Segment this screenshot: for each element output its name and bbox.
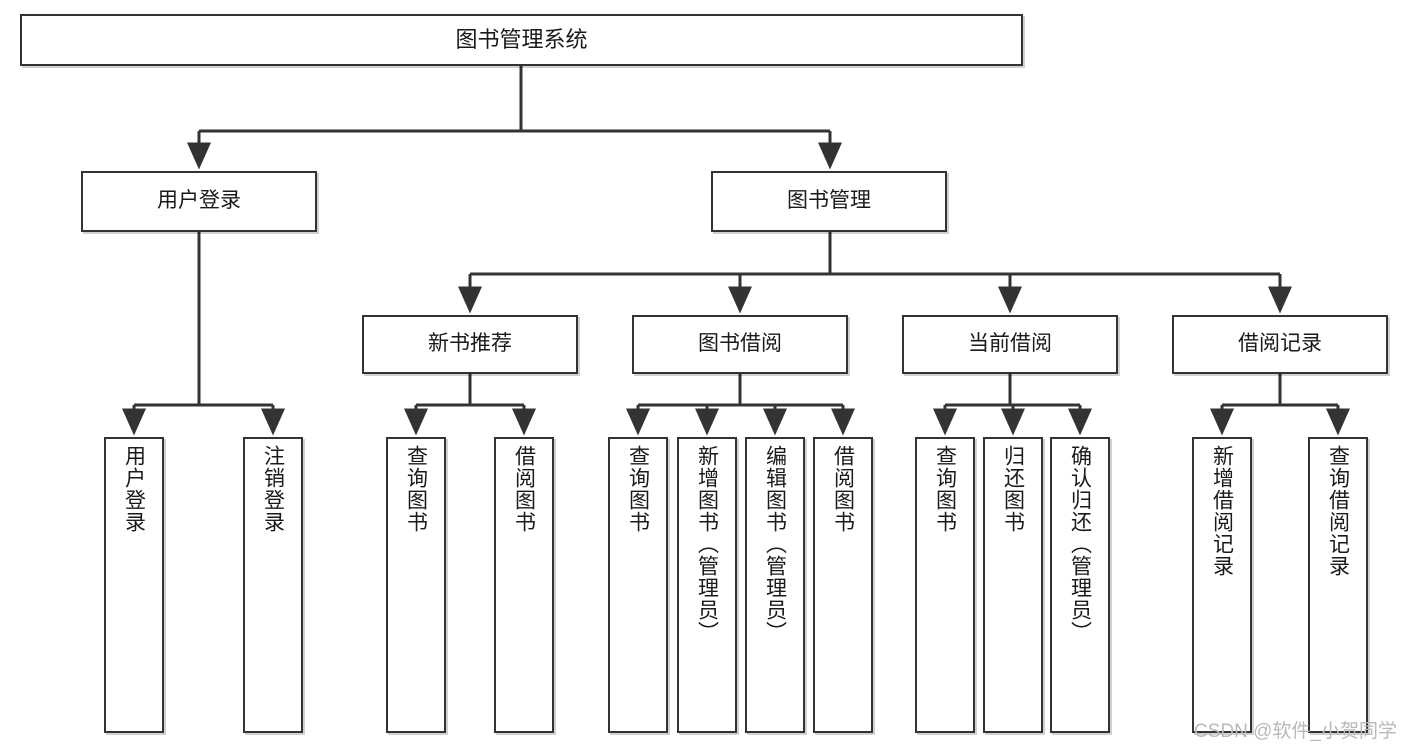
node-label: 查询图书: [404, 445, 428, 533]
node-current-borrow[interactable]: 当前借阅: [902, 315, 1118, 374]
node-label: 借阅记录: [1238, 332, 1322, 356]
leaf-borrow-book-recommend[interactable]: 借阅图书: [494, 437, 554, 733]
node-label: 用户登录: [122, 445, 146, 533]
leaf-confirm-return[interactable]: 确认归还（管理员）: [1050, 437, 1110, 733]
node-label: 查询图书: [626, 445, 650, 533]
node-root-system[interactable]: 图书管理系统: [20, 14, 1023, 66]
leaf-return-book[interactable]: 归还图书: [983, 437, 1043, 733]
node-label: 图书借阅: [698, 332, 782, 356]
node-label: 编辑图书（管理员）: [763, 445, 787, 643]
node-label: 借阅图书: [831, 445, 855, 533]
leaf-user-login[interactable]: 用户登录: [104, 437, 164, 733]
node-label: 注销登录: [261, 445, 285, 533]
node-label: 查询借阅记录: [1326, 445, 1350, 577]
node-label: 当前借阅: [968, 332, 1052, 356]
node-label: 图书管理: [787, 189, 871, 213]
node-label: 图书管理系统: [455, 27, 588, 53]
node-book-borrow[interactable]: 图书借阅: [632, 315, 848, 374]
node-label: 查询图书: [933, 445, 957, 533]
node-label: 新增图书（管理员）: [695, 445, 719, 643]
node-borrow-record[interactable]: 借阅记录: [1172, 315, 1388, 374]
node-new-book-recommend[interactable]: 新书推荐: [362, 315, 578, 374]
leaf-query-book-borrow[interactable]: 查询图书: [608, 437, 668, 733]
node-label: 新增借阅记录: [1210, 445, 1234, 577]
leaf-logout-login[interactable]: 注销登录: [243, 437, 303, 733]
node-label: 借阅图书: [512, 445, 536, 533]
node-label: 确认归还（管理员）: [1068, 445, 1092, 643]
node-label: 新书推荐: [428, 332, 512, 356]
node-label: 归还图书: [1001, 445, 1025, 533]
leaf-borrow-book[interactable]: 借阅图书: [813, 437, 873, 733]
leaf-query-borrow-record[interactable]: 查询借阅记录: [1308, 437, 1368, 733]
leaf-add-borrow-record[interactable]: 新增借阅记录: [1192, 437, 1252, 733]
node-label: 用户登录: [157, 189, 241, 213]
node-user-login[interactable]: 用户登录: [81, 171, 317, 232]
leaf-edit-book[interactable]: 编辑图书（管理员）: [745, 437, 805, 733]
leaf-add-book[interactable]: 新增图书（管理员）: [677, 437, 737, 733]
leaf-query-book-current[interactable]: 查询图书: [915, 437, 975, 733]
node-book-manage[interactable]: 图书管理: [711, 171, 947, 232]
leaf-query-book-recommend[interactable]: 查询图书: [386, 437, 446, 733]
